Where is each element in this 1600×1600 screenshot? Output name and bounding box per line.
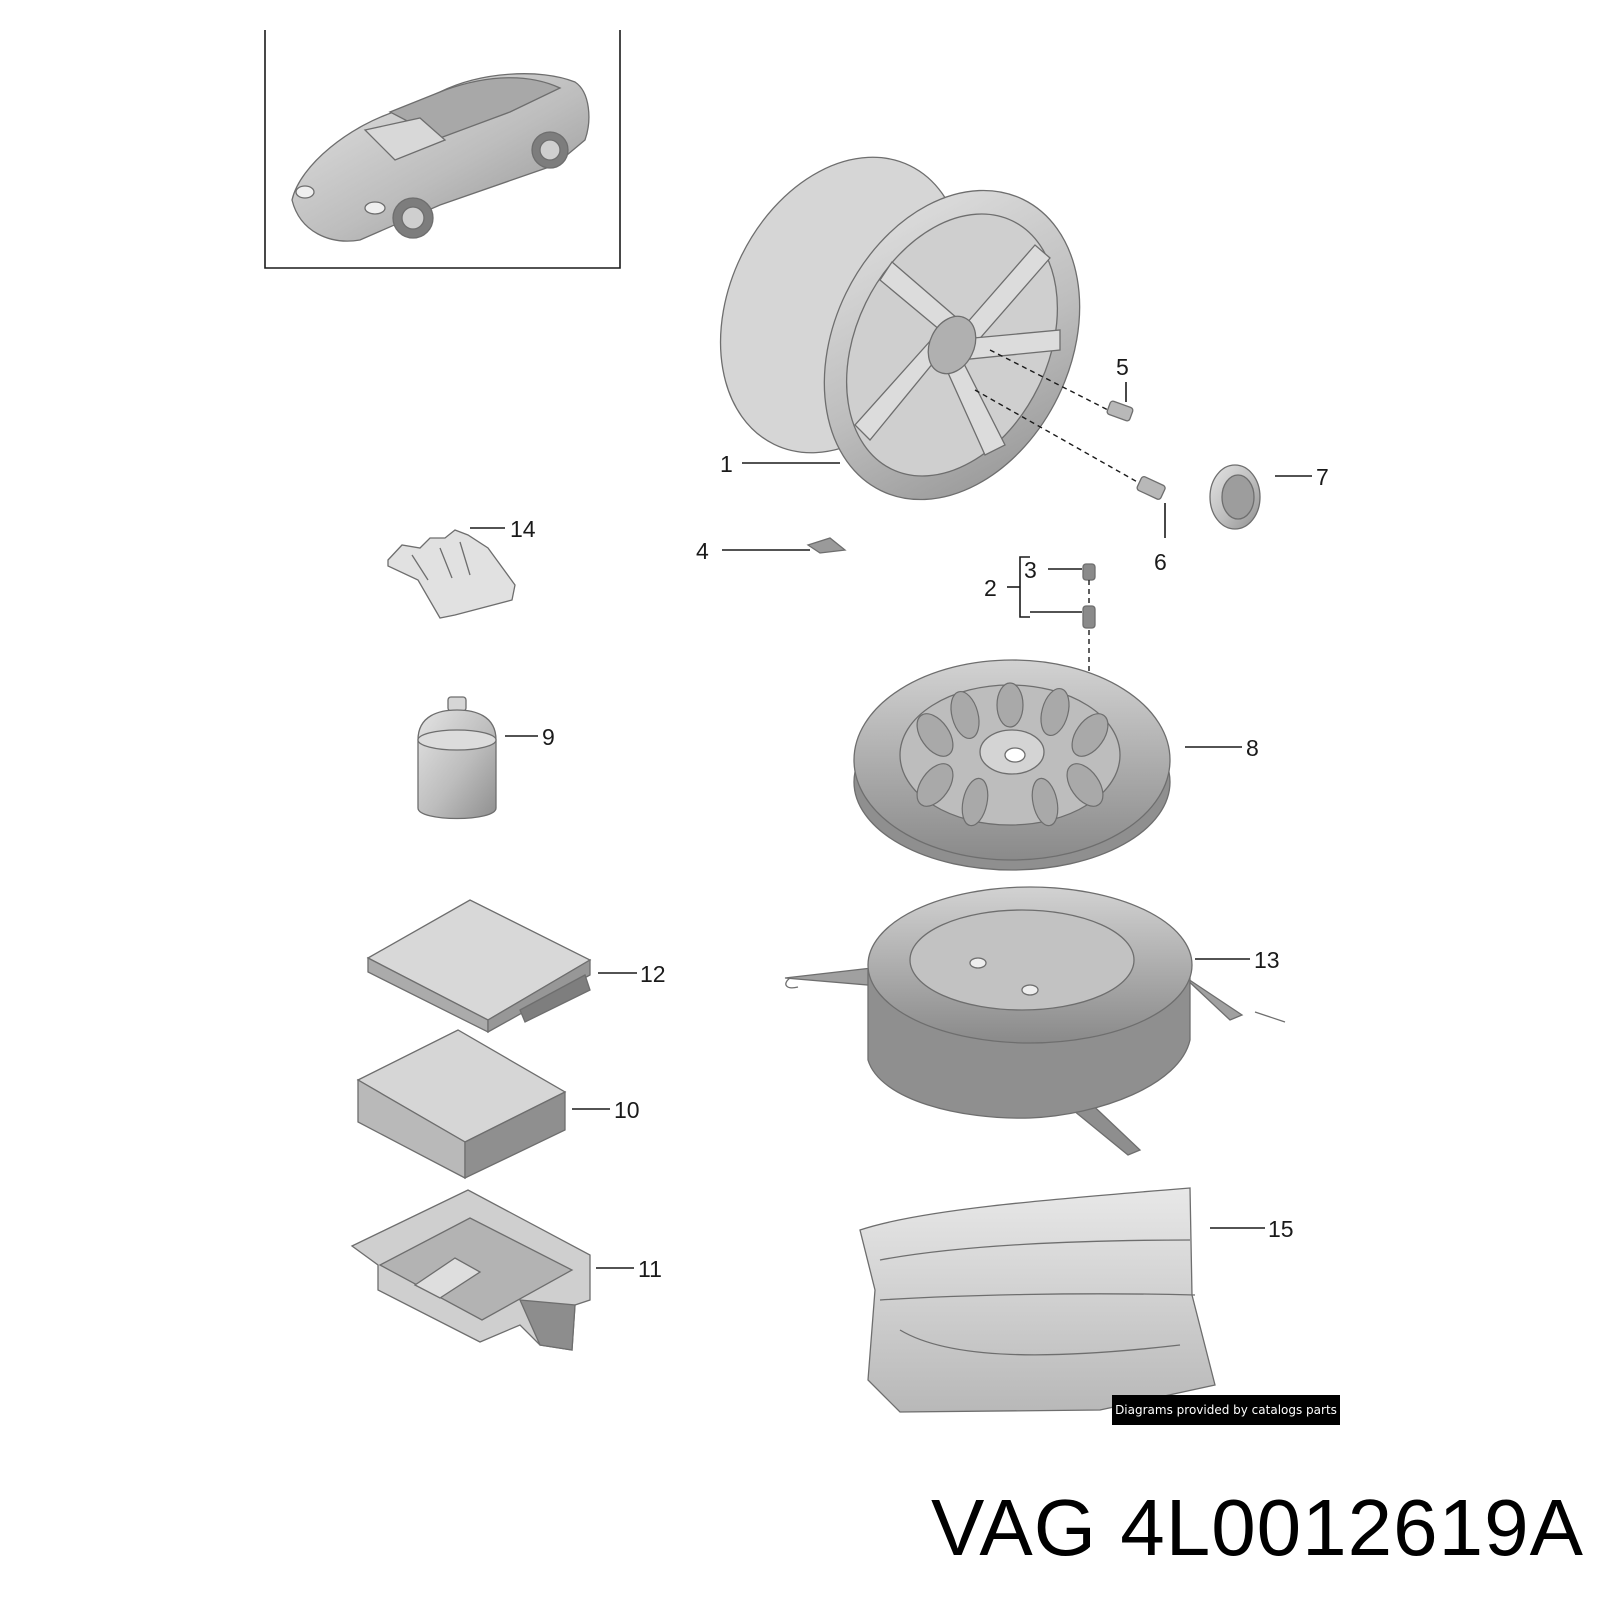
wheel-bag	[859, 1187, 1216, 1413]
mounting-bracket	[350, 1189, 591, 1351]
leader-lines	[470, 382, 1312, 1269]
callout-11: 11	[638, 1256, 662, 1282]
callout-15: 15	[1268, 1216, 1294, 1242]
callout-3: 3	[1024, 557, 1037, 583]
callout-5: 5	[1116, 354, 1129, 380]
callout-4: 4	[696, 538, 709, 564]
callout-13: 13	[1254, 947, 1280, 973]
car-illustration	[291, 73, 590, 242]
alloy-wheel-rim	[719, 156, 1081, 501]
callout-14: 14	[510, 516, 536, 542]
callout-10: 10	[614, 1097, 640, 1123]
callout-9: 9	[542, 724, 555, 750]
callout-1: 1	[720, 451, 733, 477]
spare-wheel-cover	[784, 886, 1286, 1156]
wheel-bolt-6	[974, 389, 1166, 500]
tire-valve	[1082, 563, 1096, 710]
callout-8: 8	[1246, 735, 1259, 761]
vehicle-inset	[264, 30, 621, 269]
part-number-title: VAG 4L0012619A	[930, 1483, 1584, 1572]
callout-12: 12	[640, 961, 666, 987]
control-module	[366, 899, 592, 1034]
callout-7: 7	[1316, 464, 1329, 490]
gloves	[387, 529, 516, 619]
callout-6: 6	[1154, 549, 1167, 575]
callout-labels: 1 2 3 4 5 6 7 8 9 10 11 12 13 14 15	[510, 354, 1329, 1282]
compressor-box	[356, 1029, 567, 1180]
callout-2: 2	[984, 575, 997, 601]
sealant-bottle	[417, 696, 497, 820]
spare-wheel	[853, 659, 1171, 871]
center-cap	[1209, 464, 1261, 530]
diagram-credit: Diagrams provided by catalogs parts	[1112, 1395, 1340, 1425]
wheel-bolt-5	[989, 349, 1134, 422]
balance-weight	[806, 537, 847, 554]
